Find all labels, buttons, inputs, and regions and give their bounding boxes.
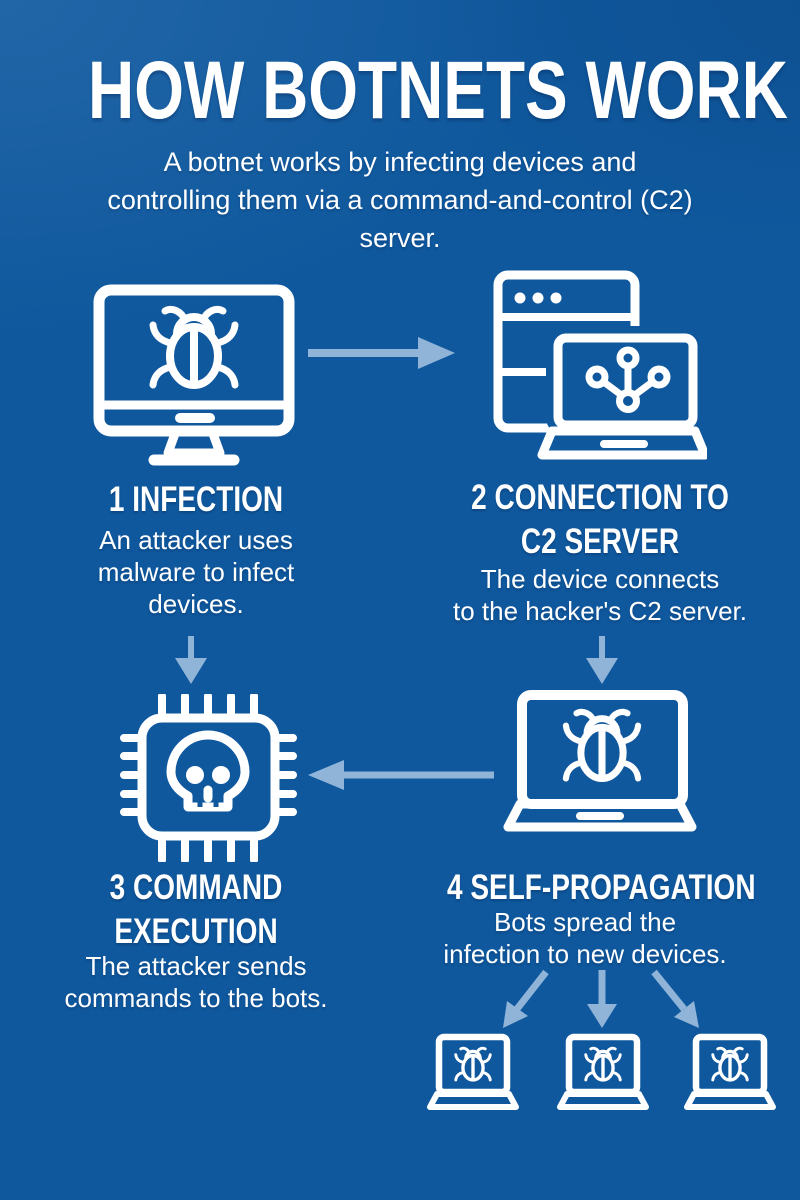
infected-laptop-icon: [684, 1033, 776, 1110]
cpu-skull-icon: [120, 694, 297, 862]
step-3-heading: 3 COMMAND EXECUTION: [109, 868, 283, 951]
desktop-bug-icon: [93, 284, 295, 466]
step-2-description: The device connects to the hacker's C2 s…: [453, 564, 747, 626]
infected-laptop-icon: [557, 1033, 649, 1110]
step-2-heading: 2 CONNECTION TO C2 SERVER: [471, 478, 729, 561]
laptop-bug-icon: [503, 690, 697, 832]
subtitle-line: A botnet works by infecting devices and: [163, 147, 637, 177]
left-arrow-icon: [308, 760, 494, 790]
step-4-heading: 4 SELF-PROPAGATION: [447, 868, 756, 907]
down-arrow-icon: [586, 636, 618, 684]
down-arrow-icon: [175, 636, 207, 684]
step-3-description: The attacker sends commands to the bots.: [64, 951, 328, 1013]
infected-laptop-icon: [427, 1033, 519, 1110]
page-title: HOW BOTNETS WORK: [88, 45, 788, 136]
subtitle-line: server.: [359, 223, 441, 253]
step-1-heading: 1 INFECTION: [108, 480, 284, 519]
spread-arrows-icon: [503, 969, 699, 1028]
step-4-description: Bots spread the infection to new devices…: [443, 907, 727, 969]
subtitle-line: controlling them via a command-and-contr…: [107, 185, 693, 215]
server-laptop-network-icon: [493, 270, 707, 460]
subtitle: A botnet works by infecting devices and …: [0, 143, 800, 257]
right-arrow-icon: [308, 337, 455, 369]
step-1-description: An attacker uses malware to infect devic…: [97, 525, 295, 619]
